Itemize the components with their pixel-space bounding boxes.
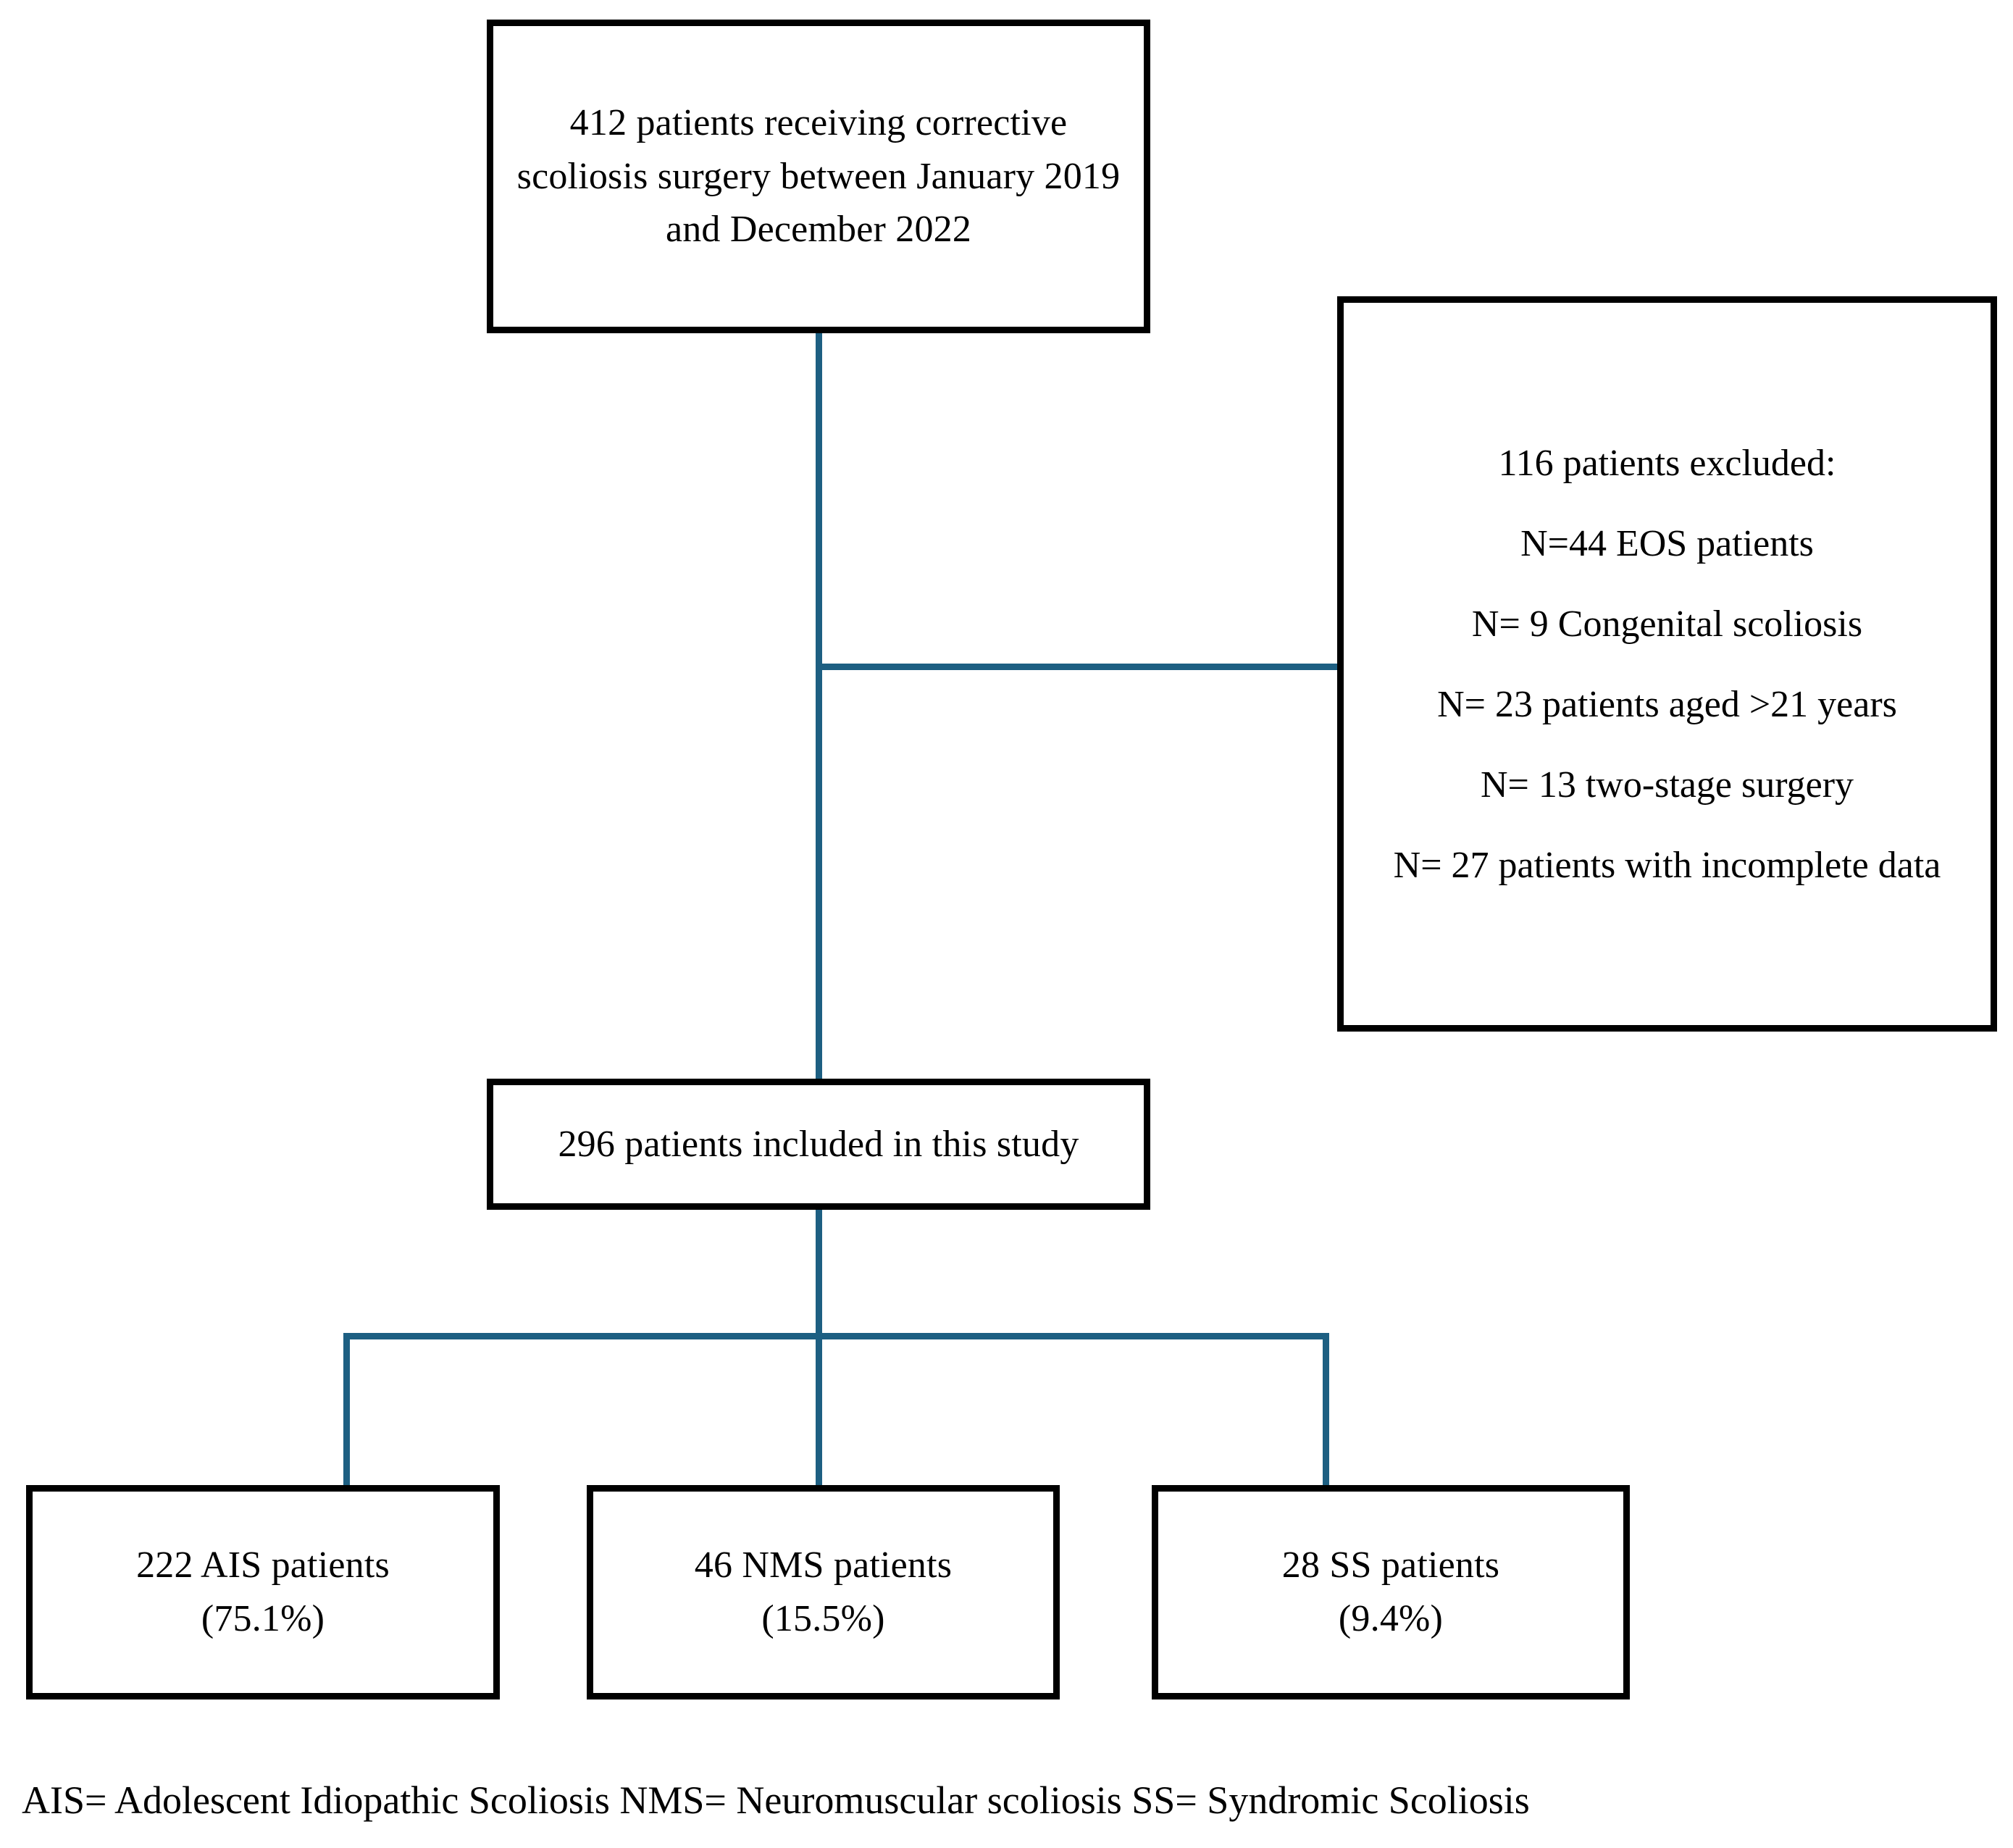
group-label-nms: 46 NMS patients (15.5%) xyxy=(694,1544,953,1639)
group-box-ss: 28 SS patients (9.4%) xyxy=(1152,1485,1630,1699)
excluded-reason-3: N= 23 patients aged >21 years xyxy=(1437,683,1897,725)
connector-drop-to-ss xyxy=(1323,1333,1329,1487)
connector-source-to-excluded xyxy=(816,664,1342,670)
connector-included-to-split xyxy=(816,1208,822,1337)
excluded-reason-4: N= 13 two-stage surgery xyxy=(1480,764,1854,806)
excluded-cohort-box: 116 patients excluded: N=44 EOS patients… xyxy=(1337,296,1997,1032)
excluded-heading: 116 patients excluded: xyxy=(1498,442,1836,484)
excluded-reason-5: N= 27 patients with incomplete data xyxy=(1393,844,1941,886)
included-cohort-text: 296 patients included in this study xyxy=(558,1123,1079,1165)
group-label-ais: 222 AIS patients (75.1%) xyxy=(136,1544,390,1639)
included-cohort-box: 296 patients included in this study xyxy=(487,1079,1150,1210)
connector-source-to-included-upper xyxy=(816,332,822,1081)
connector-split-bar xyxy=(343,1333,1329,1339)
excluded-reason-1: N=44 EOS patients xyxy=(1520,522,1814,564)
source-cohort-text: 412 patients receiving corrective scolio… xyxy=(516,101,1121,251)
abbreviation-footnote: AIS= Adolescent Idiopathic Scoliosis NMS… xyxy=(22,1778,1530,1822)
group-box-nms: 46 NMS patients (15.5%) xyxy=(587,1485,1060,1699)
excluded-reason-2: N= 9 Congenital scoliosis xyxy=(1471,603,1863,645)
source-cohort-box: 412 patients receiving corrective scolio… xyxy=(487,20,1150,333)
connector-drop-to-ais xyxy=(343,1333,350,1487)
excluded-reason-list: 116 patients excluded: N=44 EOS patients… xyxy=(1344,440,1991,889)
group-label-ss: 28 SS patients (9.4%) xyxy=(1281,1544,1500,1639)
connector-drop-to-nms xyxy=(816,1333,822,1487)
group-box-ais: 222 AIS patients (75.1%) xyxy=(26,1485,500,1699)
